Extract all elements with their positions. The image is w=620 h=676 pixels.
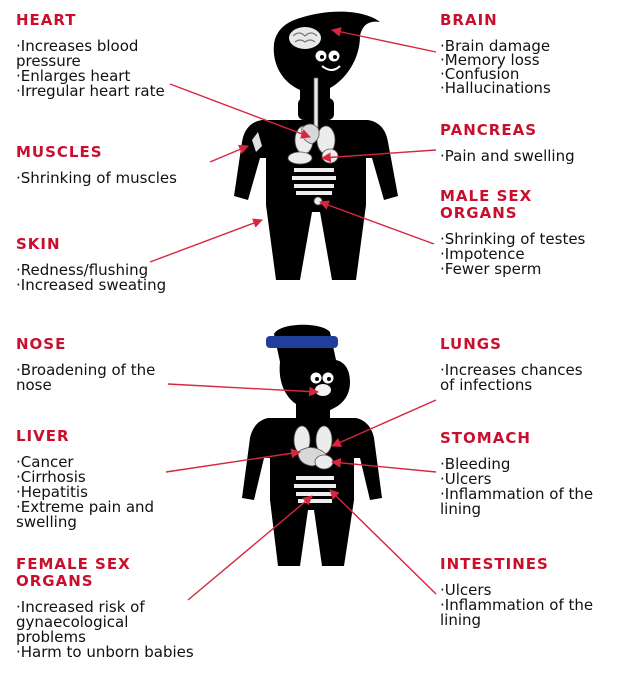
heart-effects-list: Increases blood pressure Enlarges heart …: [16, 39, 196, 99]
skin-heading: SKIN: [16, 236, 206, 253]
female-organs-heading: FEMALE SEX ORGANS: [16, 556, 196, 590]
bottom-human-silhouette: [242, 325, 382, 566]
brain-heading: BRAIN: [440, 12, 610, 29]
pancreas-section: PANCREAS Pain and swelling: [440, 122, 618, 164]
nose-heading: NOSE: [16, 336, 176, 353]
list-item: Harm to unborn babies: [16, 645, 196, 660]
nose-section: NOSE Broadening of the nose: [16, 336, 176, 393]
brain-section: BRAIN Brain damage Memory loss Confusion…: [440, 12, 610, 95]
headband: [266, 336, 338, 348]
skin-effects-list: Redness/flushing Increased sweating: [16, 263, 206, 293]
list-item: Shrinking of muscles: [16, 171, 186, 186]
female-organs-effects-list: Increased risk of gynaecological problem…: [16, 600, 196, 660]
lungs-effects-list: Increases chances of infections: [440, 363, 590, 393]
intestines-heading: INTESTINES: [440, 556, 616, 573]
liver-heading: LIVER: [16, 428, 176, 445]
heart-heading: HEART: [16, 12, 196, 29]
list-item: Increased sweating: [16, 278, 206, 293]
list-item: Increases blood pressure: [16, 39, 196, 69]
lungs-section: LUNGS Increases chances of infections: [440, 336, 590, 393]
muscles-heading: MUSCLES: [16, 144, 186, 161]
male-organs-effects-list: Shrinking of testes Impotence Fewer sper…: [440, 232, 590, 277]
stomach-heading: STOMACH: [440, 430, 616, 447]
brain-effects-list: Brain damage Memory loss Confusion Hallu…: [440, 39, 610, 95]
list-item: Pain and swelling: [440, 149, 618, 164]
list-item: Increases chances of infections: [440, 363, 590, 393]
list-item: Broadening of the nose: [16, 363, 176, 393]
stomach-effects-list: Bleeding Ulcers Inflammation of the lini…: [440, 457, 616, 517]
list-item: Fewer sperm: [440, 262, 590, 277]
list-item: Irregular heart rate: [16, 84, 196, 99]
pancreas-effects-list: Pain and swelling: [440, 149, 618, 164]
list-item: Inflammation of the lining: [440, 487, 616, 517]
heart-section: HEART Increases blood pressure Enlarges …: [16, 12, 196, 99]
intestines-section: INTESTINES Ulcers Inflammation of the li…: [440, 556, 616, 628]
list-item: Hallucinations: [440, 81, 610, 95]
intestines-effects-list: Ulcers Inflammation of the lining: [440, 583, 616, 628]
muscles-effects-list: Shrinking of muscles: [16, 171, 186, 186]
male-organs-section: MALE SEX ORGANS Shrinking of testes Impo…: [440, 188, 590, 277]
nose-effects-list: Broadening of the nose: [16, 363, 176, 393]
skin-section: SKIN Redness/flushing Increased sweating: [16, 236, 206, 293]
stomach-section: STOMACH Bleeding Ulcers Inflammation of …: [440, 430, 616, 517]
muscles-section: MUSCLES Shrinking of muscles: [16, 144, 186, 186]
list-item: Extreme pain and swelling: [16, 500, 176, 530]
lungs-heading: LUNGS: [440, 336, 590, 353]
male-organs-heading: MALE SEX ORGANS: [440, 188, 590, 222]
pancreas-heading: PANCREAS: [440, 122, 618, 139]
list-item: Inflammation of the lining: [440, 598, 616, 628]
top-brain-icon: [289, 27, 321, 49]
female-organs-section: FEMALE SEX ORGANS Increased risk of gyna…: [16, 556, 196, 660]
list-item: Increased risk of gynaecological problem…: [16, 600, 196, 645]
liver-section: LIVER Cancer Cirrhosis Hepatitis Extreme…: [16, 428, 176, 530]
liver-effects-list: Cancer Cirrhosis Hepatitis Extreme pain …: [16, 455, 176, 530]
